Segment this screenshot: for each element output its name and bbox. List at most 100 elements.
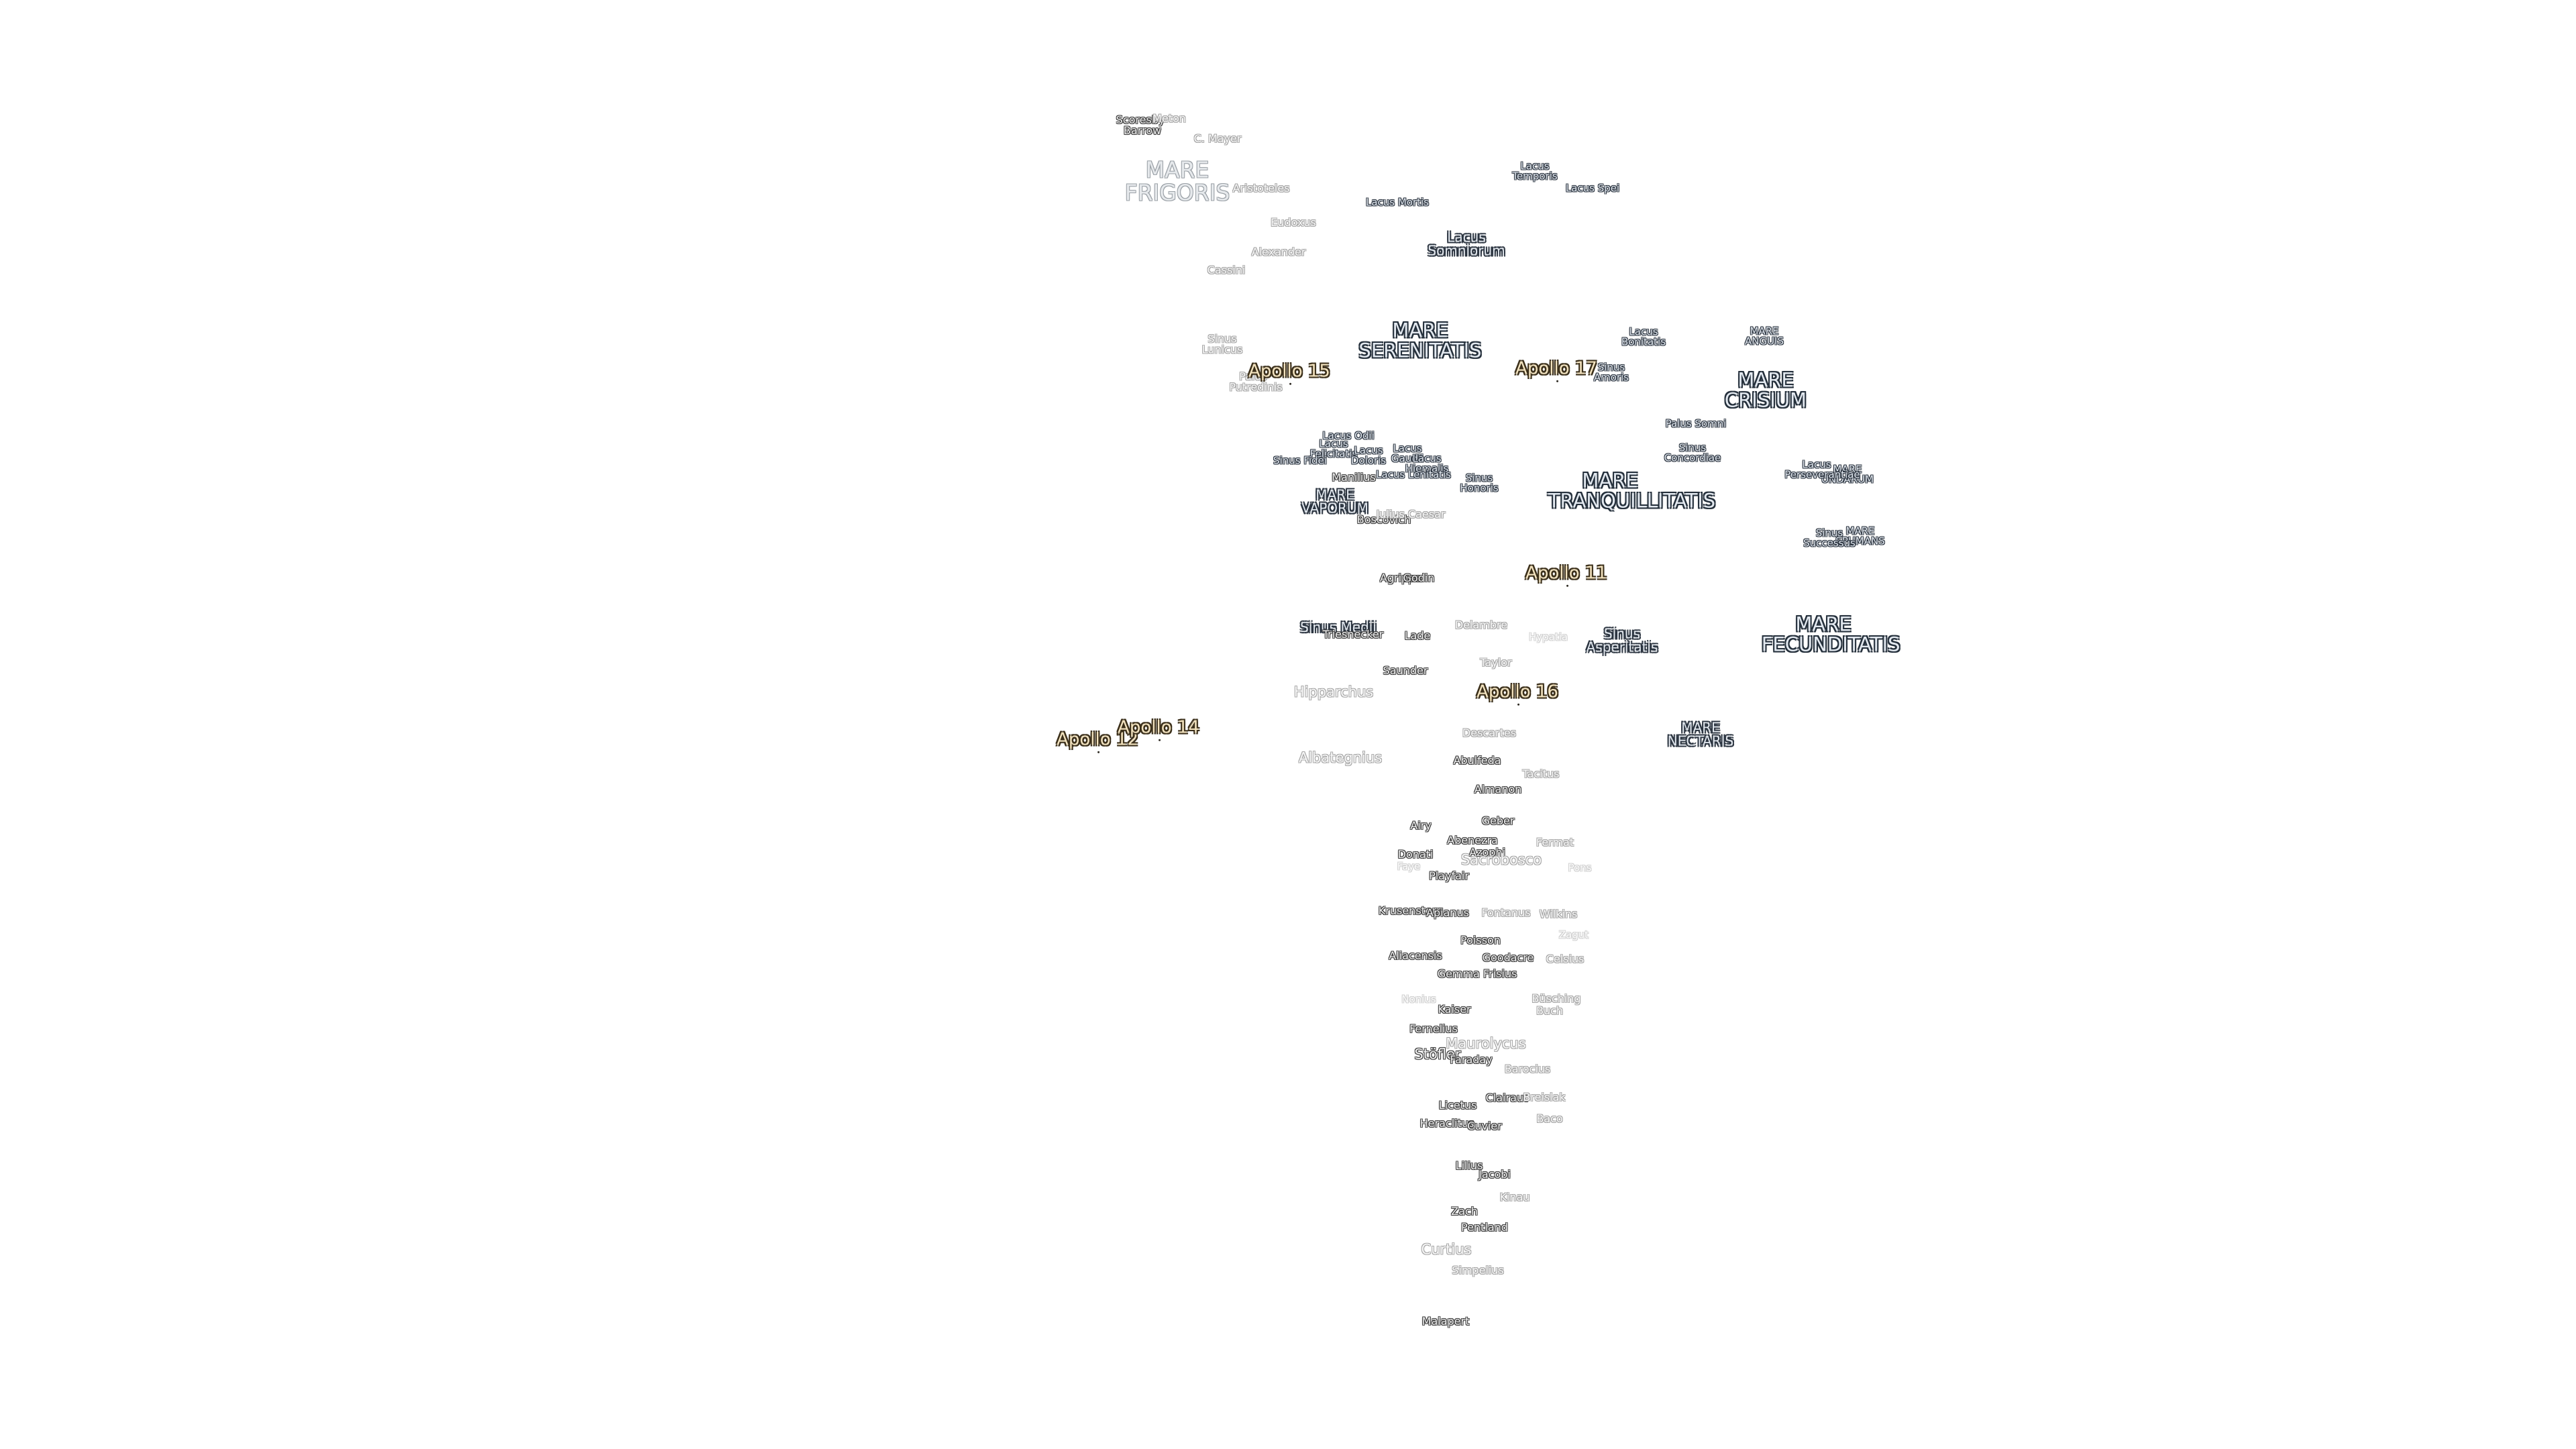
crater-lilius-label[interactable]: Lilius [1455, 1159, 1483, 1172]
crater-celsius-label[interactable]: Celsius [1546, 952, 1585, 965]
sinus-successus-label[interactable]: Sinus Successus [1803, 527, 1856, 549]
crater-pentland-label[interactable]: Pentland [1461, 1220, 1508, 1234]
lacus-spei-label[interactable]: Lacus Spei [1565, 182, 1620, 195]
crater-hipparchus-label[interactable]: Hipparchus [1293, 684, 1374, 700]
crater-maurolycus-label[interactable]: Maurolycus [1446, 1035, 1526, 1052]
lacus-temporis-label[interactable]: Lacus Temporis [1512, 160, 1558, 182]
mare-anguis-label[interactable]: MARE ANGUIS [1744, 325, 1784, 347]
crater-stofler-label[interactable]: Stöfler [1414, 1046, 1461, 1063]
crater-curtius-label[interactable]: Curtius [1421, 1241, 1472, 1258]
sinus-medii-label[interactable]: Sinus Medii [1300, 619, 1377, 635]
crater-nonius-label[interactable]: Nonius [1401, 993, 1436, 1006]
lacus-mortis-label[interactable]: Lacus Mortis [1365, 196, 1430, 209]
crater-almanon-label[interactable]: Almanon [1474, 782, 1522, 796]
apollo-12-label[interactable]: Apollo 12 [1057, 729, 1138, 753]
crater-c-mayer-label[interactable]: C. Mayer [1193, 131, 1242, 145]
crater-geber-label[interactable]: Geber [1481, 814, 1515, 827]
lacus-hiemalis-label[interactable]: Lacus Hiemalis [1405, 452, 1449, 475]
crater-buch-label[interactable]: Buch [1536, 1004, 1564, 1017]
apollo-14-label[interactable]: Apollo 14 [1118, 717, 1199, 741]
crater-donati-label[interactable]: Donati [1397, 847, 1434, 861]
palus-somni-label[interactable]: Palus Somni [1665, 417, 1727, 430]
crater-zach-label[interactable]: Zach [1451, 1204, 1478, 1218]
apollo-11-label[interactable]: Apollo 11 [1525, 563, 1607, 586]
lacus-lenitatis-label[interactable]: Lacus Lenitatis [1376, 468, 1451, 481]
mare-vaporum-label[interactable]: MARE VAPORUM [1301, 486, 1368, 517]
sinus-concordiae-label[interactable]: Sinus Concordiae [1664, 441, 1721, 464]
mare-frigoris-label[interactable]: MARE FRIGORIS [1124, 156, 1230, 205]
crater-gemma-frisius-label[interactable]: Gemma Frisius [1437, 967, 1517, 980]
lacus-odii-label[interactable]: Lacus Odii [1322, 429, 1375, 442]
crater-barrow-label[interactable]: Barrow [1123, 123, 1162, 137]
crater-clairaut-label[interactable]: Clairaut [1485, 1091, 1528, 1104]
crater-albategnius-label[interactable]: Albategnius [1298, 749, 1383, 766]
crater-agrippa-label[interactable]: Agrippa [1379, 571, 1422, 584]
crater-jacobi-label[interactable]: Jacobi [1479, 1167, 1511, 1181]
crater-licetus-label[interactable]: Licetus [1438, 1098, 1477, 1112]
mare-undarum-label[interactable]: MARE UNDARUM [1821, 463, 1874, 486]
mare-nectaris-label[interactable]: MARE NECTARIS [1667, 719, 1734, 749]
lacus-doloris-label[interactable]: Lacus Doloris [1350, 444, 1387, 467]
crater-poisson-label[interactable]: Poisson [1460, 933, 1501, 947]
lacus-bonitatis-label[interactable]: Lacus Bonitatis [1621, 325, 1666, 348]
crater-godin-label[interactable]: Godin [1403, 571, 1435, 584]
crater-descartes-label[interactable]: Descartes [1462, 726, 1517, 739]
crater-alexander-label[interactable]: Alexander [1251, 245, 1306, 258]
crater-azophi-label[interactable]: Azophi [1469, 845, 1505, 859]
mare-serenitatis-label[interactable]: MARE SERENITATIS [1358, 319, 1482, 362]
crater-cuvier-label[interactable]: Cuvier [1467, 1119, 1502, 1132]
lacus-perseverantiae-label[interactable]: Lacus Perseverantiae [1784, 458, 1860, 481]
palus-putredinis-label[interactable]: Palus Putredinis [1229, 370, 1283, 394]
crater-wilkins-label[interactable]: Wilkins [1539, 907, 1578, 920]
sinus-asperitatis-label[interactable]: Sinus Asperitatis [1586, 625, 1658, 655]
mare-fecunditatis-label[interactable]: MARE FECUNDITATIS [1761, 612, 1900, 655]
crater-manilius-label[interactable]: Manilius [1332, 470, 1376, 484]
crater-abenezra-label[interactable]: Abenezra [1447, 833, 1498, 847]
crater-eudoxus-label[interactable]: Eudoxus [1271, 215, 1316, 229]
lacus-somniorum-label[interactable]: Lacus Somniorum [1428, 229, 1505, 259]
apollo-16-label[interactable]: Apollo 16 [1477, 682, 1558, 705]
sinus-amoris-label[interactable]: Sinus Amoris [1593, 361, 1629, 384]
crater-meton-label[interactable]: Meton [1152, 111, 1186, 125]
crater-busching-label[interactable]: Büsching [1532, 991, 1581, 1005]
crater-zagut-label[interactable]: Zagut [1558, 928, 1589, 941]
crater-breislak-label[interactable]: Breislak [1523, 1090, 1566, 1104]
crater-fermat-label[interactable]: Fermat [1536, 835, 1574, 849]
crater-baco-label[interactable]: Baco [1536, 1112, 1563, 1125]
sinus-fidei-label[interactable]: Sinus Fidei [1273, 454, 1327, 467]
crater-apianus-label[interactable]: Apianus [1426, 906, 1469, 919]
crater-malapert-label[interactable]: Malapert [1421, 1314, 1470, 1328]
crater-fernelius-label[interactable]: Fernelius [1409, 1022, 1458, 1035]
crater-barocius-label[interactable]: Barocius [1504, 1062, 1551, 1075]
crater-pons-label[interactable]: Pons [1568, 861, 1592, 874]
crater-hypatia-label[interactable]: Hypatia [1528, 631, 1568, 643]
crater-aliacensis-label[interactable]: Aliacensis [1389, 949, 1442, 962]
sinus-lunicus-label[interactable]: Sinus Lunicus [1201, 332, 1243, 356]
crater-delambre-label[interactable]: Delambre [1454, 618, 1508, 631]
mare-tranquillitatis-label[interactable]: MARE TRANQUILLITATIS [1548, 469, 1716, 512]
lacus-gaudii-label[interactable]: Lacus Gaudii [1391, 442, 1424, 465]
crater-goodacre-label[interactable]: Goodacre [1482, 951, 1534, 964]
crater-lade-label[interactable]: Lade [1404, 629, 1431, 642]
crater-sacrobosco-label[interactable]: Sacrobosco [1460, 851, 1542, 868]
sinus-honoris-label[interactable]: Sinus Honoris [1460, 472, 1499, 494]
crater-julius-caesar-label[interactable]: Julius Caesar [1376, 507, 1446, 521]
mare-crisium-label[interactable]: MARE CRISIUM [1724, 368, 1807, 411]
apollo-15-label[interactable]: Apollo 15 [1248, 361, 1330, 384]
crater-kinau-label[interactable]: Kinau [1499, 1190, 1530, 1203]
crater-faraday-label[interactable]: Faraday [1450, 1053, 1493, 1066]
crater-aristoteles-label[interactable]: Aristoteles [1232, 181, 1290, 195]
crater-simpelius-label[interactable]: Simpelius [1452, 1263, 1504, 1277]
crater-cassini-label[interactable]: Cassini [1207, 263, 1246, 276]
crater-fontanus-label[interactable]: Fontanus [1481, 906, 1531, 919]
crater-faye-label[interactable]: Faye [1397, 860, 1421, 873]
crater-airy-label[interactable]: Airy [1410, 818, 1432, 832]
apollo-17-label[interactable]: Apollo 17 [1515, 358, 1597, 382]
crater-kaiser-label[interactable]: Kaiser [1438, 1002, 1471, 1016]
mare-spumans-label[interactable]: MARE SPUMANS [1835, 525, 1885, 547]
crater-boscovich-label[interactable]: Boscovich [1356, 513, 1411, 526]
crater-tacitus-label[interactable]: Tacitus [1522, 767, 1560, 780]
lacus-felicitatis-label[interactable]: Lacus Felicitatis [1309, 437, 1358, 460]
crater-taylor-label[interactable]: Taylor [1480, 655, 1512, 669]
